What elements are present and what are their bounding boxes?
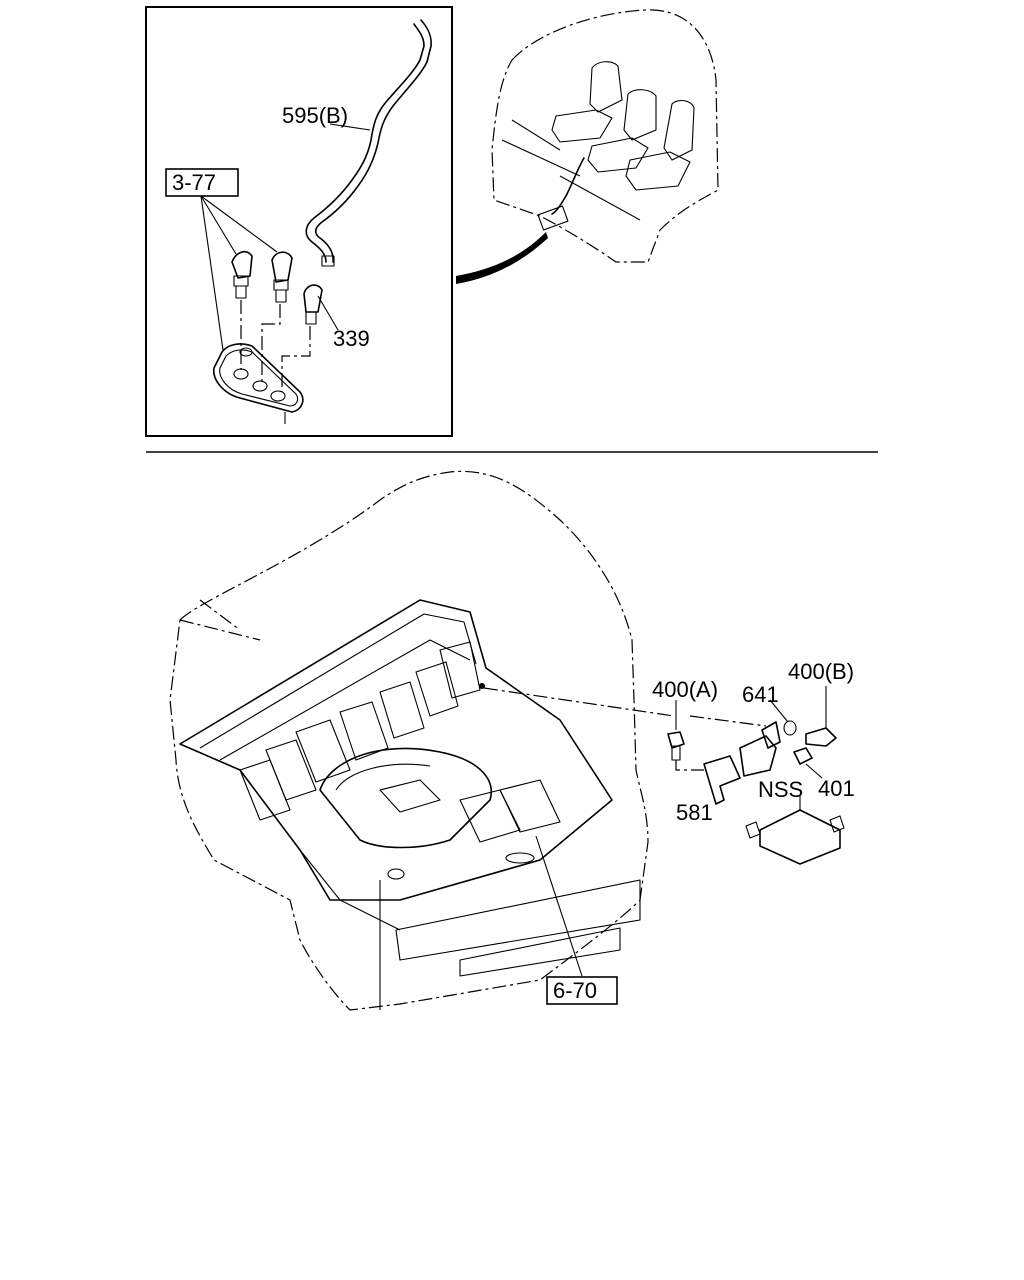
inset-panel bbox=[145, 6, 453, 437]
callout-595b: 595(B) bbox=[282, 103, 348, 128]
leader-to-sensor bbox=[483, 687, 675, 717]
callout-3-77: 3-77 bbox=[172, 170, 216, 195]
sensor-bracket-parts bbox=[667, 686, 845, 865]
leaders-3-77 bbox=[200, 123, 371, 392]
grommet-plate bbox=[213, 343, 304, 424]
callout-339: 339 bbox=[333, 326, 370, 351]
hose-595b-drawing bbox=[305, 19, 432, 267]
hose-connectors bbox=[231, 250, 323, 325]
callout-641: 641 bbox=[742, 682, 779, 707]
callout-400a: 400(A) bbox=[652, 677, 718, 702]
callout-401: 401 bbox=[818, 776, 855, 801]
callout-nss: NSS bbox=[758, 777, 803, 802]
connector-arrow bbox=[456, 232, 548, 284]
cab-interior-view bbox=[491, 9, 719, 263]
callout-6-70: 6-70 bbox=[553, 978, 597, 1003]
callout-400b: 400(B) bbox=[788, 659, 854, 684]
ref-box-6-70 bbox=[546, 976, 618, 1005]
ref-box-3-77 bbox=[165, 168, 239, 197]
callout-581: 581 bbox=[676, 800, 713, 825]
leader-6-70 bbox=[535, 835, 583, 977]
vehicle-front-floor-view bbox=[169, 470, 649, 1011]
